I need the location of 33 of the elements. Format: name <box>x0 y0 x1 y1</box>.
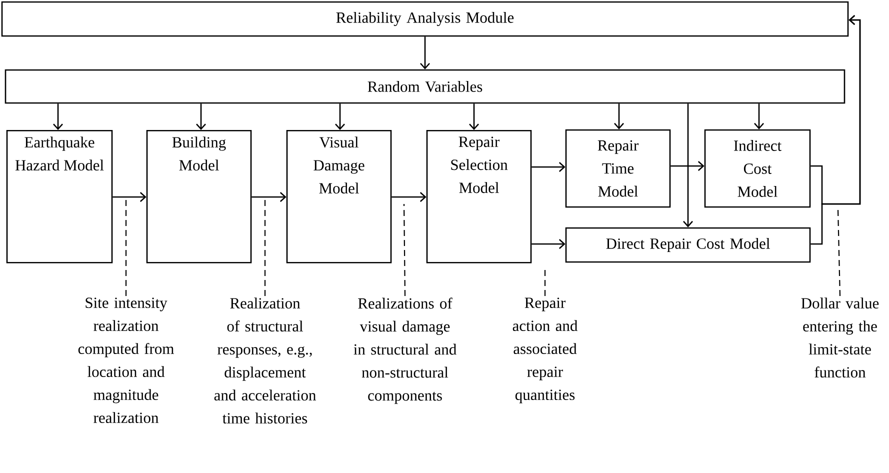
note-text: Repair action and associated repair quantities <box>512 298 578 404</box>
model-box: Repair Selection Model <box>426 130 532 264</box>
arrow <box>532 239 566 249</box>
arrow <box>683 104 693 228</box>
model-box: Indirect Cost Model <box>704 129 811 208</box>
leader-line <box>837 210 841 296</box>
arrow <box>754 104 764 130</box>
arrow <box>532 162 566 172</box>
note-text: Realizations of visual damage in structural and non-structural components <box>354 298 456 404</box>
arrow <box>392 192 426 202</box>
arrow <box>335 104 345 130</box>
arrow <box>196 104 206 130</box>
note-text: Site intensity realization computed from location and magnitude realization <box>78 298 174 424</box>
note-text: Dollar value entering the limit-state function <box>801 298 879 378</box>
arrow <box>252 192 286 202</box>
model-box: Earthquake Hazard Model <box>6 130 113 264</box>
module-box: Reliability Analysis Module <box>1 1 849 37</box>
model-box: Building Model <box>146 130 252 264</box>
arrow <box>670 161 704 171</box>
leader-line <box>403 204 406 296</box>
arrow <box>469 104 479 130</box>
model-box: Direct Repair Cost Model <box>565 227 811 263</box>
leader-line <box>264 200 266 296</box>
note-text: Realization of structural responses, e.g., displacement and acceleration time histories <box>214 298 316 424</box>
leader-line <box>125 200 127 296</box>
variables-box: Random Variables <box>4 69 846 104</box>
model-box: Repair Time Model <box>565 129 671 208</box>
model-box: Visual Damage Model <box>286 130 392 264</box>
arrow <box>112 192 146 202</box>
arrow <box>53 104 63 130</box>
arrow <box>614 104 624 130</box>
arrow <box>810 15 861 245</box>
arrow <box>420 36 430 70</box>
